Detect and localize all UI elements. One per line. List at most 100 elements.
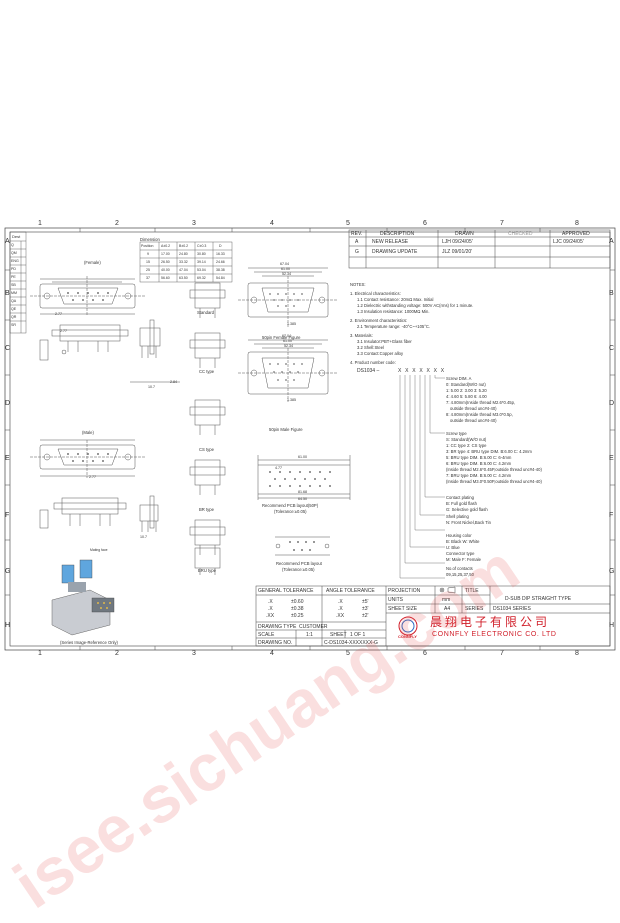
- legend-14: (Inside thread M2.6*0.45P,outside thread…: [446, 467, 542, 472]
- dim-r1-c1: 26.50: [161, 260, 170, 264]
- zone-col-8-bottom: 8: [575, 650, 579, 657]
- legend-17: Contact plating: [446, 495, 474, 500]
- dim-2-77-c: 2.77: [55, 312, 62, 316]
- company-name-cn: 晨翔电子有限公司: [430, 615, 551, 629]
- dim-61-00-a: 61.00: [281, 267, 290, 271]
- rev-header-description: DESCRIPTION: [380, 231, 415, 237]
- zone-col-1: 1: [38, 220, 42, 227]
- part-code-prefix: DS1034 –: [357, 368, 380, 374]
- rev-row1-drawn: LJH 09/24/05': [442, 239, 473, 245]
- dim-61-00-b: 61.00: [283, 339, 292, 343]
- notes-line-1: 1.1 Contact resistance: 20mΩ Max. Initia…: [357, 297, 434, 302]
- rev-row2-rev: G: [355, 249, 359, 255]
- notes-line-6: 3. Materials:: [350, 333, 373, 338]
- legend-25: Connector type: [446, 551, 475, 556]
- zone-col-6-bottom: 6: [423, 650, 427, 657]
- dim-r3-c3: 69.32: [197, 276, 206, 280]
- dim-r1-c3: 39.14: [197, 260, 206, 264]
- dim-64-50: 64.50: [298, 497, 307, 501]
- dim-r1-c0: 15: [146, 260, 150, 264]
- tb-series: SERIES: [465, 606, 484, 612]
- dim-67-04-a: 67.04: [280, 262, 289, 266]
- rev-header-drawn: DRAWN: [455, 231, 474, 237]
- company-name-en: CONNFLY ELECTRONIC CO. LTD: [432, 631, 557, 638]
- legend-26: M: Male F: Female: [446, 557, 481, 562]
- legend-11: 3: BR type 4: BRU type DIM. B:6.00 C: 4.…: [446, 449, 532, 454]
- tb-units-val: mm: [442, 597, 451, 603]
- notes-line-8: 3.2 Shell:Steel: [357, 345, 385, 350]
- tb-projection: PROJECTION: [388, 588, 421, 594]
- tb-drawing-no-val: C-DS1034-XXXXXXX-G: [324, 640, 378, 646]
- notes-line-7: 3.1 Insulator:PBT+Glass fiber: [357, 339, 412, 344]
- legend-1: 0: Standard(W/O nut): [446, 382, 486, 387]
- zone-col-2: 2: [115, 220, 119, 227]
- zone-row-d-right: D: [609, 400, 615, 407]
- dim-header-3: C±0.3: [197, 244, 207, 248]
- tb-series-val: DS1034 SERIES: [493, 606, 531, 612]
- label-tolerance-1: (Tolerance:±0.05): [274, 509, 307, 514]
- zone-row-g: G: [5, 568, 11, 575]
- dim-61-00-c: 61.00: [298, 455, 307, 459]
- tb-tol-r0-c2: .X: [338, 599, 343, 605]
- dim-r0-c4: 16.33: [216, 252, 225, 256]
- zone-col-5-bottom: 5: [346, 650, 350, 657]
- dim-81-68: 81.68: [298, 490, 307, 494]
- zone-col-4: 4: [270, 220, 274, 227]
- label-mating-face: Mating face: [90, 548, 108, 552]
- zone-row-a: A: [5, 238, 10, 245]
- zone-row-g-right: G: [609, 568, 615, 575]
- tb-sheet-val: 1 OF 1: [350, 632, 366, 638]
- dim-r2-c4: 38.38: [216, 268, 225, 272]
- notes-line-2: 1.2 Dielectric withstanding voltage: 500…: [357, 303, 474, 308]
- zone-row-f: F: [5, 512, 10, 519]
- legend-10: 1: CC type 2: CS type: [446, 443, 487, 448]
- label-cc-type: CC type: [199, 369, 215, 374]
- zone-col-2-bottom: 2: [115, 650, 119, 657]
- dim-1-385-a: 1.385: [287, 322, 296, 326]
- tb-tol-r1-c0: .X: [268, 606, 273, 612]
- zone-col-7-bottom: 7: [500, 650, 504, 657]
- rev-header-rev: REV.: [351, 231, 363, 237]
- tb-sheet: SHEET: [330, 632, 347, 638]
- dest-row-pd: PD: [11, 267, 16, 271]
- zone-row-h: H: [5, 622, 11, 629]
- dim-header-0: Position: [141, 244, 154, 248]
- zone-row-d: D: [5, 400, 11, 407]
- dest-row-sr: SR: [11, 323, 16, 327]
- legend-15: 7: BRU type DIM. B:6.00 C: 4.2mm: [446, 473, 512, 478]
- zone-row-e-right: E: [609, 455, 614, 462]
- tb-title-label: TITLE: [465, 588, 479, 594]
- tb-tol-r0-c1: ±0.60: [291, 599, 304, 605]
- dim-header-4: D: [219, 244, 222, 248]
- tb-tol-r1-c3: ±3': [362, 606, 369, 612]
- tb-drawing-no: DRAWING NO.: [258, 640, 293, 646]
- dim-1-385-b: 1.385: [287, 398, 296, 402]
- zone-col-3-bottom: 3: [192, 650, 196, 657]
- legend-19: G: Selective gold flash: [446, 507, 488, 512]
- rev-row1-description: NEW RELEASE: [372, 239, 409, 245]
- zone-row-e: E: [5, 455, 10, 462]
- rev-header-approved: APPROVED: [562, 231, 590, 237]
- zone-row-c-right: C: [609, 345, 615, 352]
- dim-r1-c2: 33.32: [179, 260, 188, 264]
- dim-r0-c0: 9: [147, 252, 149, 256]
- zone-row-f-right: F: [609, 512, 614, 519]
- tb-tol-r2-c0: .XX: [266, 613, 275, 619]
- legend-24: U: Blue: [446, 545, 460, 550]
- label-recommend-pcb: Recommend PCB layout: [276, 561, 322, 566]
- label-cs-type: CS type: [199, 447, 214, 452]
- dim-10-7-b: 10.7: [140, 535, 147, 539]
- dim-r1-c4: 24.66: [216, 260, 225, 264]
- label-br-type: BR type: [199, 507, 214, 512]
- dim-header-1: A±0.2: [161, 244, 171, 248]
- rev-row1-approved: LJC 09/24/05': [553, 239, 584, 245]
- dim-r3-c0: 37: [146, 276, 150, 280]
- dest-row-q: Q: [11, 243, 14, 247]
- tb-drawing-type: DRAWING TYPE: [258, 624, 297, 630]
- zone-row-c: C: [5, 345, 11, 352]
- notes-line-4: 2. Environment characteristics:: [350, 318, 408, 323]
- legend-27: No.of contacts: [446, 566, 473, 571]
- tb-scale-val: 1:1: [306, 632, 313, 638]
- zone-col-8: 8: [575, 220, 579, 227]
- tb-customer: CUSTOMER: [299, 624, 328, 630]
